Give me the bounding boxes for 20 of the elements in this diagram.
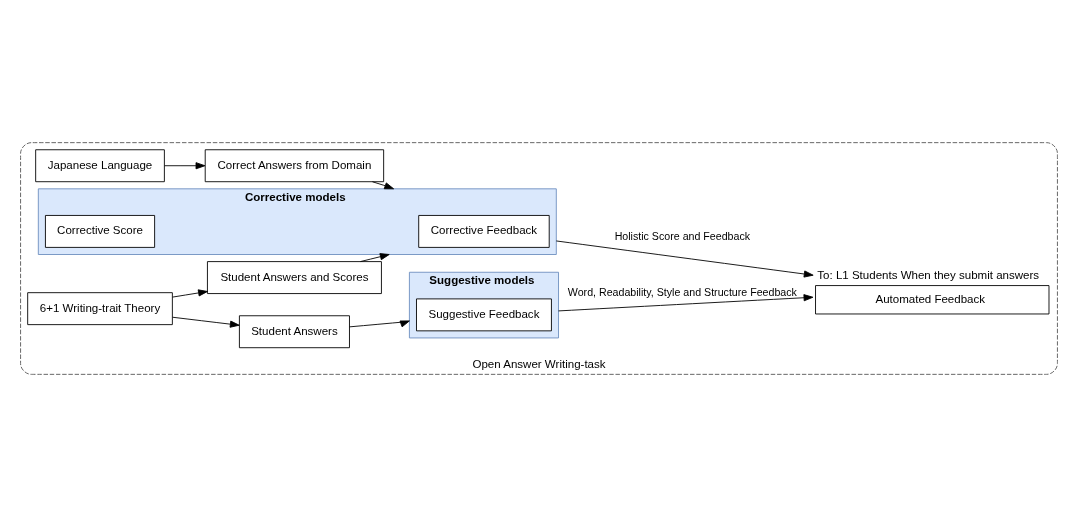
node-box: Suggestive Feedback (416, 298, 552, 332)
node-label: To: L1 Students When they submit answers (817, 268, 1040, 281)
arrow (372, 181, 395, 190)
arrow (555, 240, 814, 278)
node-box: 6+1 Writing-trait Theory (27, 292, 173, 326)
arrow (164, 162, 206, 170)
node-box: Automated Feedback (815, 285, 1050, 315)
node-box: Corrective Score (45, 215, 156, 248)
node-box: Correct Answers from Domain (204, 149, 385, 183)
node-box: Student Answers and Scores (207, 261, 382, 294)
arrow (360, 253, 390, 262)
arrow (558, 294, 814, 312)
arrow (172, 289, 208, 298)
node-box: Japanese Language (35, 149, 165, 183)
node-box: Student Answers (238, 315, 350, 349)
node-box: Corrective Feedback (418, 215, 550, 248)
arrow (172, 316, 240, 328)
edge-label: Word, Readability, Style and Structure Feedback (567, 285, 797, 298)
arrow (349, 320, 410, 328)
edge-label: Holistic Score and Feedback (614, 229, 751, 242)
